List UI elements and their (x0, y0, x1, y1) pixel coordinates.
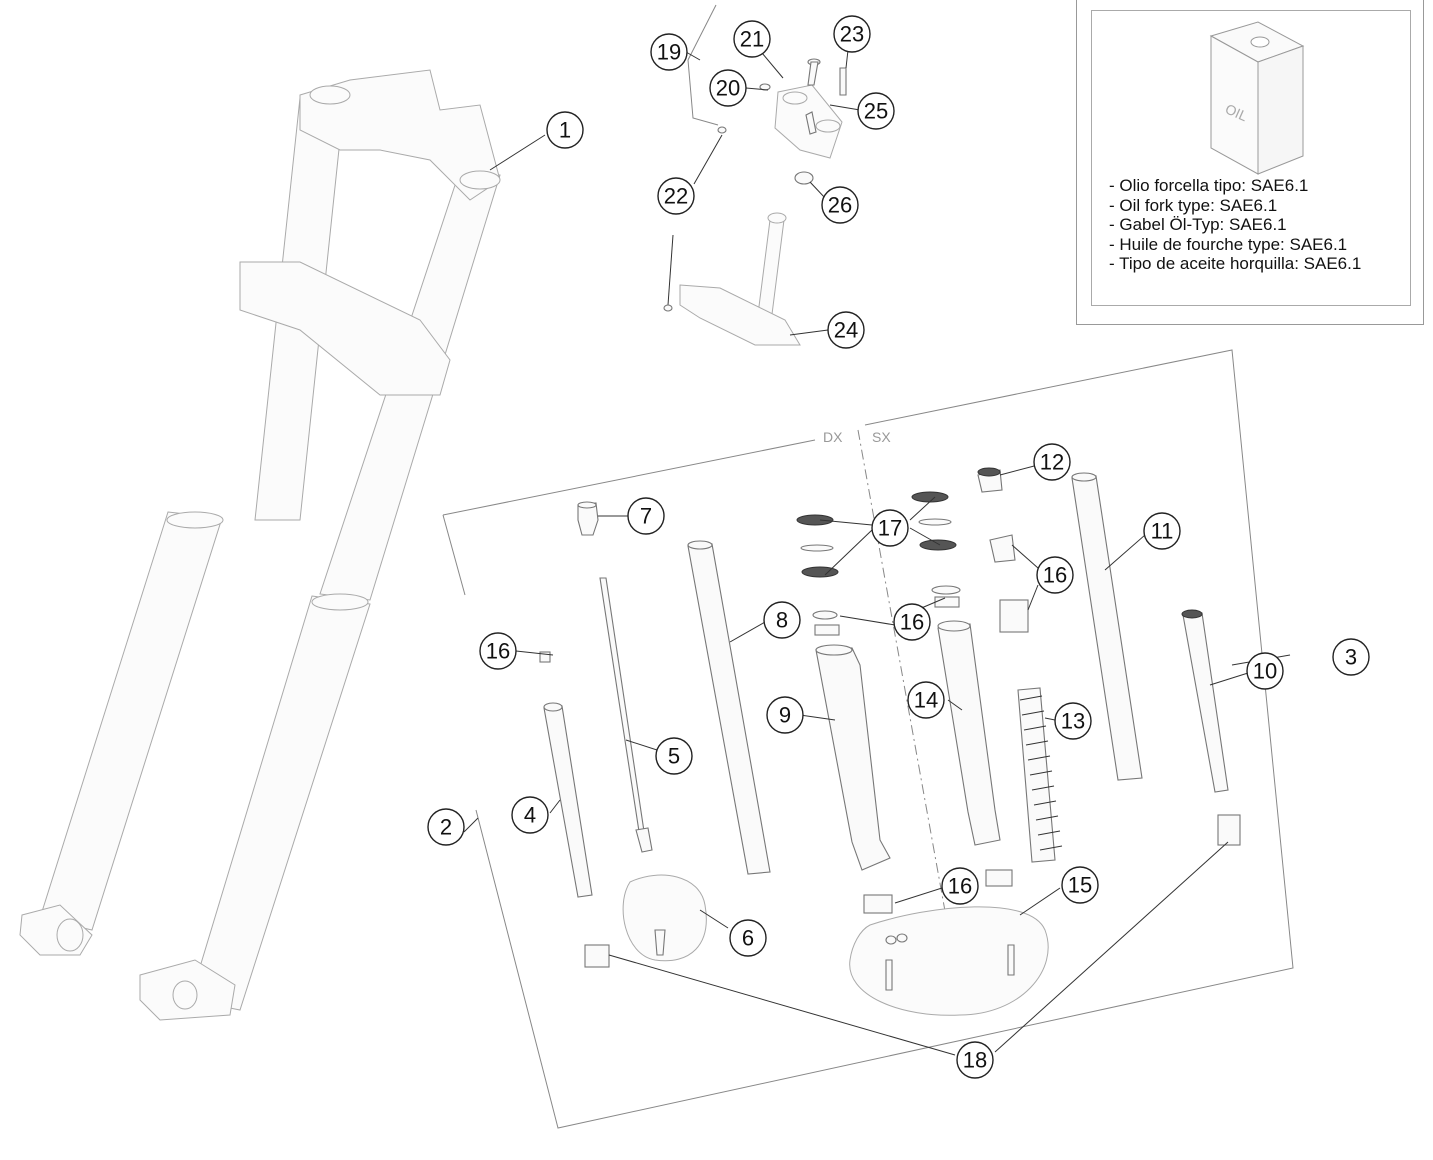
oil-spec-list: - Olio forcella tipo: SAE6.1 - Oil fork … (1109, 176, 1361, 274)
oil-spec-inner-frame (1091, 10, 1411, 306)
svg-text:20: 20 (716, 76, 740, 101)
svg-text:17: 17 (878, 516, 902, 541)
svg-text:14: 14 (914, 688, 938, 713)
callout-8: 8 (763, 601, 801, 639)
oil-spec-line-de: - Gabel Öl-Typ: SAE6.1 (1109, 215, 1287, 234)
svg-text:19: 19 (657, 40, 681, 65)
oil-spec-line-en: - Oil fork type: SAE6.1 (1109, 195, 1278, 215)
svg-text:5: 5 (668, 744, 680, 769)
callout-20: 20 (709, 69, 747, 107)
callout-6: 6 (729, 919, 767, 957)
callouts: 1 2 3 4 5 6 7 8 9 10 11 12 13 14 15 16 1… (427, 15, 1370, 1079)
svg-text:4: 4 (524, 803, 536, 828)
callout-7: 7 (627, 497, 665, 535)
callout-1: 1 (546, 111, 584, 149)
svg-text:8: 8 (776, 608, 788, 633)
svg-text:25: 25 (864, 99, 888, 124)
side-label-left: SX (872, 429, 891, 445)
svg-text:6: 6 (742, 926, 754, 951)
callout-22: 22 (657, 177, 695, 215)
svg-text:22: 22 (664, 184, 688, 209)
callout-2: 2 (427, 808, 465, 846)
svg-text:26: 26 (828, 193, 852, 218)
callout-21: 21 (733, 20, 771, 58)
oil-spec-line-fr: - Huile de fourche type: SAE6.1 (1109, 234, 1348, 254)
callout-14: 14 (907, 681, 945, 719)
callout-16-b: 16 (893, 603, 931, 641)
callout-16-a: 16 (479, 632, 517, 670)
callout-26: 26 (821, 186, 859, 224)
oil-container-icon: OIL (1209, 21, 1305, 175)
callout-18: 18 (956, 1041, 994, 1079)
callout-17: 17 (871, 509, 909, 547)
steering-head-group (663, 4, 847, 346)
svg-text:16: 16 (900, 610, 924, 635)
svg-text:24: 24 (834, 318, 858, 343)
callout-10: 10 (1246, 652, 1284, 690)
svg-text:15: 15 (1068, 873, 1092, 898)
svg-text:11: 11 (1151, 519, 1174, 544)
svg-text:3: 3 (1345, 645, 1357, 670)
callout-24: 24 (827, 311, 865, 349)
exploded-panel: DX SX (442, 49, 1294, 1129)
svg-text:21: 21 (740, 27, 764, 52)
callout-16-c: 16 (1036, 556, 1074, 594)
svg-text:16: 16 (1043, 563, 1067, 588)
oil-spec-line-it: - Olio forcella tipo: SAE6.1 (1109, 176, 1309, 195)
svg-text:16: 16 (486, 639, 510, 664)
callout-16-d: 16 (941, 867, 979, 905)
callout-13: 13 (1054, 702, 1092, 740)
svg-text:9: 9 (779, 703, 791, 728)
svg-text:12: 12 (1040, 450, 1064, 475)
side-label-right: DX (823, 429, 843, 445)
callout-25: 25 (857, 92, 895, 130)
callout-5: 5 (655, 737, 693, 775)
svg-text:2: 2 (440, 815, 452, 840)
oil-spec-line-es: - Tipo de aceite horquilla: SAE6.1 (1109, 254, 1362, 273)
svg-text:16: 16 (948, 874, 972, 899)
assembled-fork (19, 69, 501, 1021)
callout-12: 12 (1033, 443, 1071, 481)
svg-text:7: 7 (640, 504, 652, 529)
callout-11: 11 (1143, 512, 1181, 550)
svg-text:13: 13 (1061, 709, 1085, 734)
callout-23: 23 (833, 15, 871, 53)
svg-text:10: 10 (1253, 659, 1277, 684)
callout-3: 3 (1332, 638, 1370, 676)
callout-4: 4 (511, 796, 549, 834)
oil-spec-box: OIL - Olio forcella tipo: SAE6.1 - Oil f… (1076, 0, 1424, 325)
callout-15: 15 (1061, 866, 1099, 904)
svg-text:1: 1 (559, 118, 571, 143)
svg-text:18: 18 (963, 1048, 987, 1073)
svg-text:23: 23 (840, 22, 864, 47)
callout-19: 19 (650, 33, 688, 71)
callout-9: 9 (766, 696, 804, 734)
